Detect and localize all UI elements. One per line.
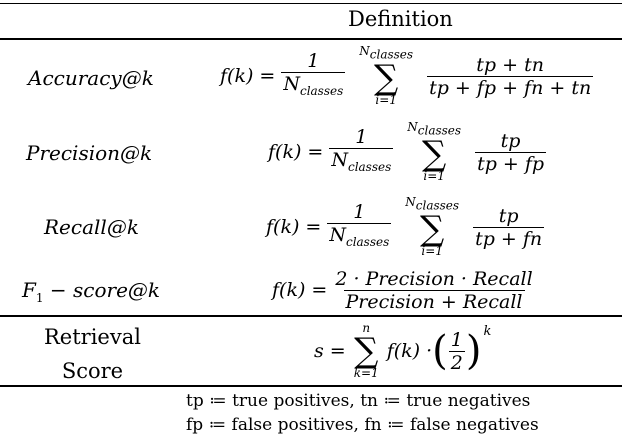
fraction-numerator: 1	[450, 328, 463, 351]
metric-recall: Recall@k	[44, 215, 139, 239]
metric-precision: Precision@k	[26, 141, 153, 165]
sum-upper: Nclasses	[407, 120, 462, 138]
fraction-numerator: tp	[498, 204, 519, 227]
normalizer-fraction: 1 Nclasses	[327, 201, 392, 253]
metric-fraction: 2 · Precision · Recall Precision + Recal…	[333, 268, 534, 313]
formula-precision: f(k) = 1 Nclasses Nclasses ∑ i=1 tp tp +…	[268, 115, 552, 189]
left-paren: (	[432, 328, 448, 374]
retrieval-score-label: Retrieval Score	[44, 325, 141, 383]
summation: Nclasses ∑ i=1	[405, 196, 459, 257]
footnote-line-2: fp ≔ false positives, fn ≔ false negativ…	[186, 415, 539, 435]
column-header-definition: Definition	[348, 7, 453, 31]
fraction-denominator: Precision + Recall	[343, 289, 525, 313]
fraction-numerator: 2 · Precision · Recall	[335, 267, 533, 290]
sigma-symbol: ∑	[422, 133, 447, 174]
sum-lower: k=1	[353, 366, 379, 380]
top-rule	[0, 3, 622, 4]
sigma-symbol: ∑	[354, 331, 379, 371]
summation: Nclasses ∑ i=1	[407, 121, 461, 182]
metric-fraction: tp + tn tp + fp + fn + tn	[427, 53, 594, 99]
formula-retrieval-score: s = n ∑ k=1 f(k) · ( 1 2 ) k	[314, 317, 491, 385]
right-paren: )	[465, 328, 482, 374]
fraction-numerator: tp + tn	[476, 53, 544, 76]
sigma-symbol: ∑	[374, 57, 399, 98]
footnote-line-1: tp ≔ true positives, tn ≔ true negatives	[186, 391, 531, 411]
retrieval-term: f(k) ·	[386, 340, 433, 362]
fraction-numerator: tp	[500, 129, 521, 152]
fraction-numerator: 1	[353, 201, 366, 224]
fraction-denominator: 2	[448, 350, 465, 374]
fraction-numerator: 1	[355, 126, 368, 149]
fraction-denominator: Nclasses	[327, 223, 392, 253]
fraction-denominator: Nclasses	[281, 72, 346, 102]
sum-upper: Nclasses	[405, 195, 460, 213]
section-rule	[0, 315, 622, 317]
fraction-denominator: Nclasses	[329, 148, 394, 178]
formula-lhs: f(k) =	[268, 141, 324, 163]
bottom-rule	[0, 385, 622, 387]
metric-fraction: tp tp + fn	[473, 204, 545, 250]
summation: Nclasses ∑ i=1	[359, 45, 413, 106]
sum-upper: n	[362, 321, 371, 335]
fraction-denominator: tp + fp	[475, 151, 547, 175]
metric-fraction: tp tp + fp	[475, 129, 547, 175]
formula-lhs: f(k) =	[272, 279, 328, 301]
fraction-denominator: tp + fn	[473, 226, 545, 250]
normalizer-fraction: 1 Nclasses	[329, 126, 394, 178]
formula-lhs: f(k) =	[220, 65, 276, 87]
formula-lhs: s =	[314, 340, 346, 362]
half-fraction: 1 2	[448, 328, 465, 374]
sum-lower: i=1	[375, 92, 397, 107]
header-rule	[0, 38, 622, 40]
formula-accuracy: f(k) = 1 Nclasses Nclasses ∑ i=1 tp + tn…	[220, 40, 599, 112]
formula-lhs: f(k) =	[266, 216, 322, 238]
sigma-symbol: ∑	[420, 208, 445, 249]
summation: n ∑ k=1	[354, 322, 379, 380]
normalizer-fraction: 1 Nclasses	[281, 50, 346, 102]
exponent: k	[483, 323, 492, 339]
sum-lower: i=1	[423, 168, 445, 183]
formula-f1-score: f(k) = 2 · Precision · Recall Precision …	[272, 266, 541, 314]
formula-recall: f(k) = 1 Nclasses Nclasses ∑ i=1 tp tp +…	[266, 190, 550, 264]
fraction-numerator: 1	[307, 50, 320, 73]
sum-lower: i=1	[421, 243, 443, 258]
sum-upper: Nclasses	[359, 44, 414, 62]
metric-accuracy: Accuracy@k	[28, 66, 154, 90]
metric-f1-score: F1 − score@k	[22, 278, 161, 305]
fraction-denominator: tp + fp + fn + tn	[427, 75, 594, 99]
